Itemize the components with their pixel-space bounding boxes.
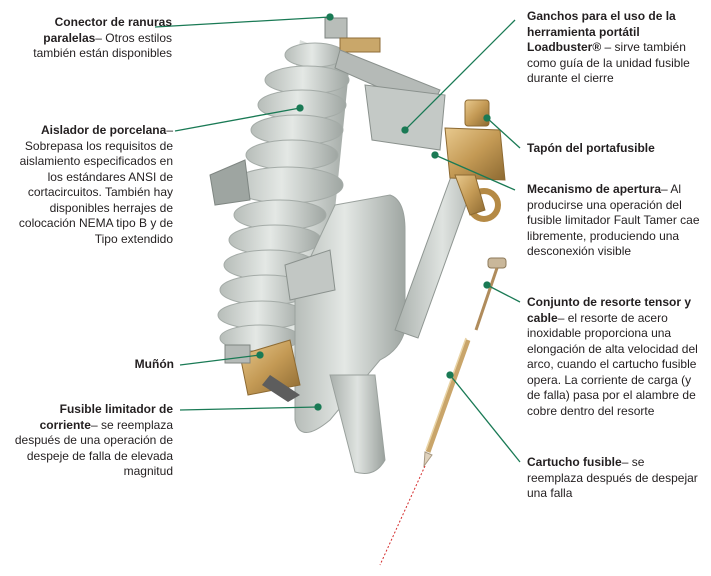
callout-munon: Muñón [40, 357, 174, 373]
callout-mecanismo-apertura: Mecanismo de apertura– Al producirse una… [527, 182, 707, 260]
fuseholder-cap [444, 99, 506, 222]
callout-body: – Sobrepasa los requisitos de aislamient… [18, 123, 173, 246]
callout-body: – el resorte de acero inoxidable proporc… [527, 310, 698, 418]
callout-title: Aislador de porcelana [40, 123, 167, 137]
mounting-bracket [209, 159, 251, 206]
callout-body: – se reemplaza después de despejar una f… [527, 455, 698, 500]
callout-title: Tapón del portafusible [527, 141, 655, 155]
fuse-link [379, 337, 471, 566]
callout-aislador-porcelana: Aislador de porcelana– Sobrepasa los req… [5, 123, 173, 247]
callout-title: Cartucho fusible [527, 455, 622, 469]
callout-title: Fusible limitador de corriente [39, 402, 173, 432]
callout-fusible-limitador: Fusible limitador de corriente– se reemp… [5, 402, 173, 480]
callout-ganchos-loadbuster: Ganchos para el uso de la herramienta po… [527, 9, 705, 87]
current-limiting-fuse [284, 194, 406, 474]
callout-cartucho-fusible: Cartucho fusible– se reemplaza después d… [527, 455, 699, 502]
callout-body: – sirve también como guía de la unidad f… [527, 40, 690, 85]
callout-body: – Al producirse una operación del fusibl… [527, 182, 700, 258]
callout-resorte-tensor: Conjunto de resorte tensor y cable– el r… [527, 295, 707, 419]
callout-title: Mecanismo de apertura [527, 182, 662, 196]
callout-conector-ranuras: Conector de ranuras paralelas– Otros est… [20, 15, 172, 62]
trunnion [224, 339, 301, 402]
callout-body: – se reemplaza después de una operación … [14, 417, 173, 479]
parallel-groove-connector [324, 17, 446, 151]
callout-title: Ganchos para el uso de la herramienta po… [527, 9, 676, 54]
callout-title: Muñón [134, 357, 174, 371]
spring-cable-assembly [474, 257, 507, 331]
leader-lines [154, 13, 521, 463]
callout-title: Conjunto de resorte tensor y cable [527, 295, 692, 325]
callout-body: – Otros estilos también están disponible… [33, 30, 172, 61]
callout-tapon-portafusible: Tapón del portafusible [527, 141, 705, 157]
callout-title: Conector de ranuras paralelas [43, 15, 172, 45]
